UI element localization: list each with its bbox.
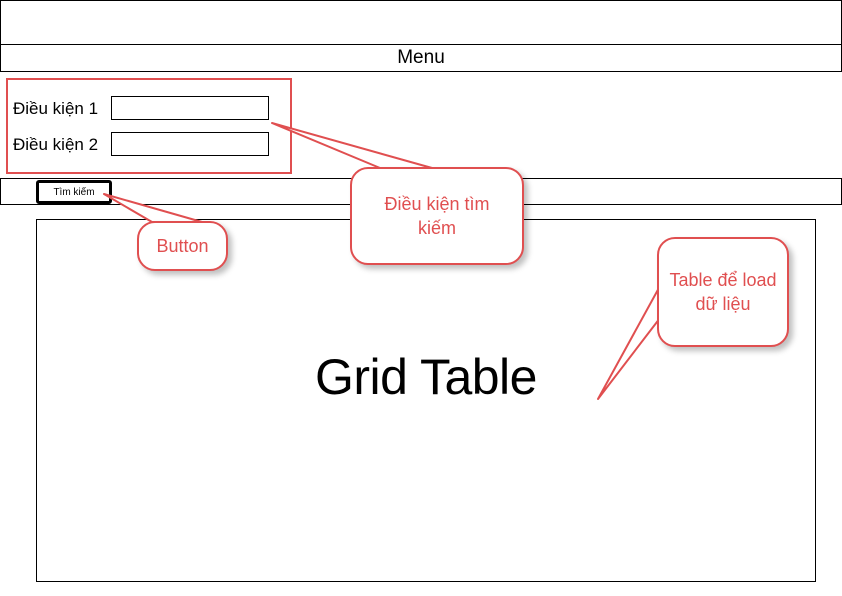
condition-1-label: Điều kiện 1 xyxy=(13,99,99,118)
table-callout: Table để load dữ liệu xyxy=(657,237,789,347)
condition-2-input[interactable] xyxy=(111,132,269,156)
button-callout: Button xyxy=(137,221,228,271)
header-area xyxy=(0,0,842,45)
button-callout-text: Button xyxy=(156,236,209,256)
conditions-callout-text: Điều kiện tìm kiếm xyxy=(384,194,490,238)
search-button[interactable]: Tìm kiếm xyxy=(36,180,112,204)
condition-2-label: Điều kiện 2 xyxy=(13,135,99,154)
condition-1-input[interactable] xyxy=(111,96,269,120)
menu-bar[interactable]: Menu xyxy=(0,44,842,72)
menu-label: Menu xyxy=(397,47,445,68)
conditions-callout-pointer xyxy=(271,122,433,169)
grid-table-title: Grid Table xyxy=(315,349,537,405)
table-callout-text: Table để load dữ liệu xyxy=(669,270,777,314)
conditions-callout: Điều kiện tìm kiếm xyxy=(350,167,524,265)
search-conditions-frame xyxy=(6,78,292,174)
